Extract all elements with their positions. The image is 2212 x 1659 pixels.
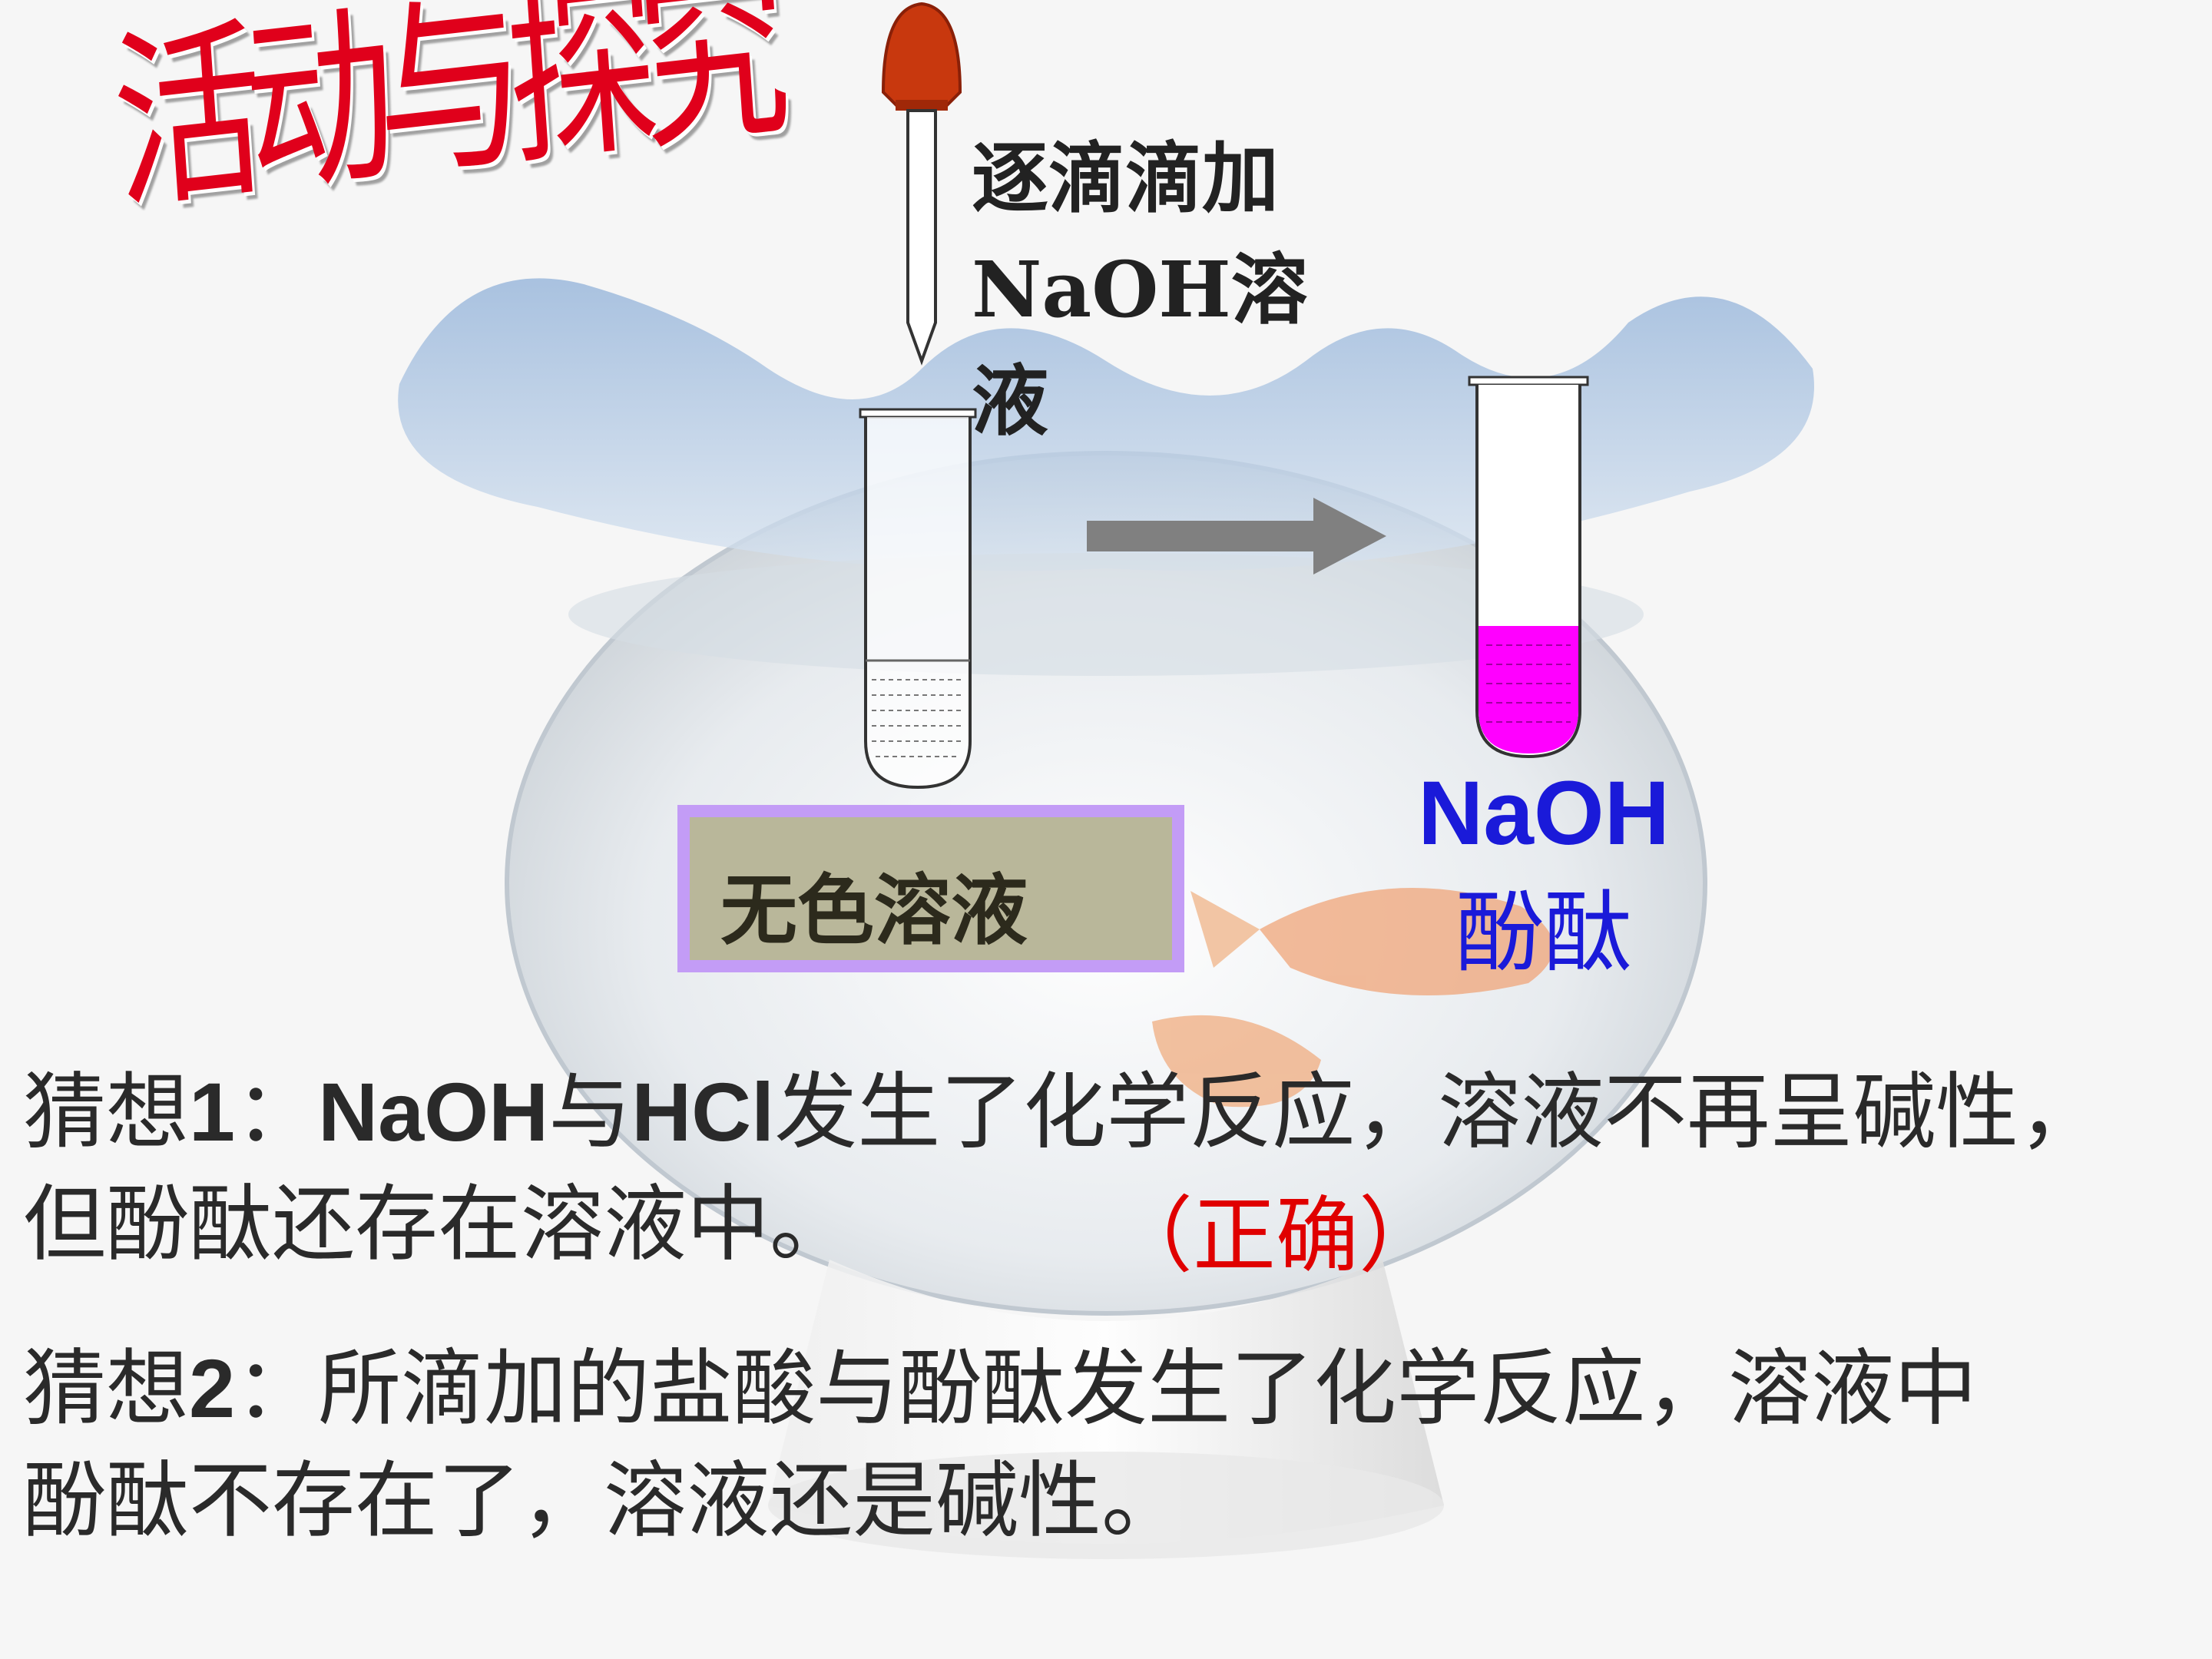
- hypothesis-2-number: 2: [189, 1342, 236, 1435]
- left-test-tube-icon: [859, 408, 977, 790]
- hypothesis-1-number: 1: [189, 1065, 236, 1158]
- hypothesis-1-rest: 发生了化学反应，溶液不再呈碱性，: [774, 1065, 2102, 1161]
- hypothesis-1-prefix: 猜想: [23, 1065, 190, 1161]
- hypothesis-1: 猜想1：NaOH与HCl发生了化学反应，溶液不再呈碱性， 但酚酞还存在溶液中。: [23, 1056, 2101, 1281]
- hypothesis-2: 猜想2：所滴加的盐酸与酚酞发生了化学反应，溶液中 酚酞不存在了，溶液还是碱性。: [23, 1333, 1977, 1558]
- hypothesis-2-line1: 猜想2：所滴加的盐酸与酚酞发生了化学反应，溶液中: [23, 1333, 1977, 1445]
- verdict-correct: （正确）: [1110, 1188, 1442, 1284]
- dropper-icon: [881, 2, 962, 366]
- dropper-label-line3: 液: [972, 356, 1048, 446]
- phenolphthalein-label: 酚酞: [1455, 882, 1632, 985]
- hypothesis-1-colon: ：: [235, 1065, 319, 1161]
- hypothesis-1-line1: 猜想1：NaOH与HCl发生了化学反应，溶液不再呈碱性，: [23, 1056, 2101, 1169]
- dropper-label-line2: NaOH溶: [972, 244, 1308, 335]
- right-test-tube-icon: [1468, 376, 1589, 759]
- colorless-solution-box: 无色溶液: [677, 805, 1184, 972]
- hypothesis-1-chem-hcl: HCl: [631, 1065, 775, 1158]
- dropper-label-line1: 逐滴滴加: [972, 133, 1279, 224]
- hypothesis-2-prefix: 猜想: [23, 1341, 190, 1437]
- hypothesis-2-line2: 酚酞不存在了，溶液还是碱性。: [23, 1452, 1185, 1549]
- hypothesis-1-conj: 与: [548, 1065, 632, 1161]
- goldfish-icon: [1152, 888, 1554, 1108]
- colorless-solution-label: 无色溶液: [720, 865, 1028, 955]
- hypothesis-2-colon: ：: [235, 1341, 319, 1437]
- naoh-label: NaOH: [1418, 763, 1670, 864]
- hypothesis-1-chem-naoh: NaOH: [318, 1065, 549, 1158]
- dropper-instruction: 逐滴滴加 NaOH溶 液: [972, 123, 1371, 457]
- hypothesis-1-line2: 但酚酞还存在溶液中。: [23, 1176, 853, 1273]
- right-arrow-icon: [1087, 498, 1386, 575]
- hypothesis-2-text: 所滴加的盐酸与酚酞发生了化学反应，溶液中: [318, 1341, 1978, 1437]
